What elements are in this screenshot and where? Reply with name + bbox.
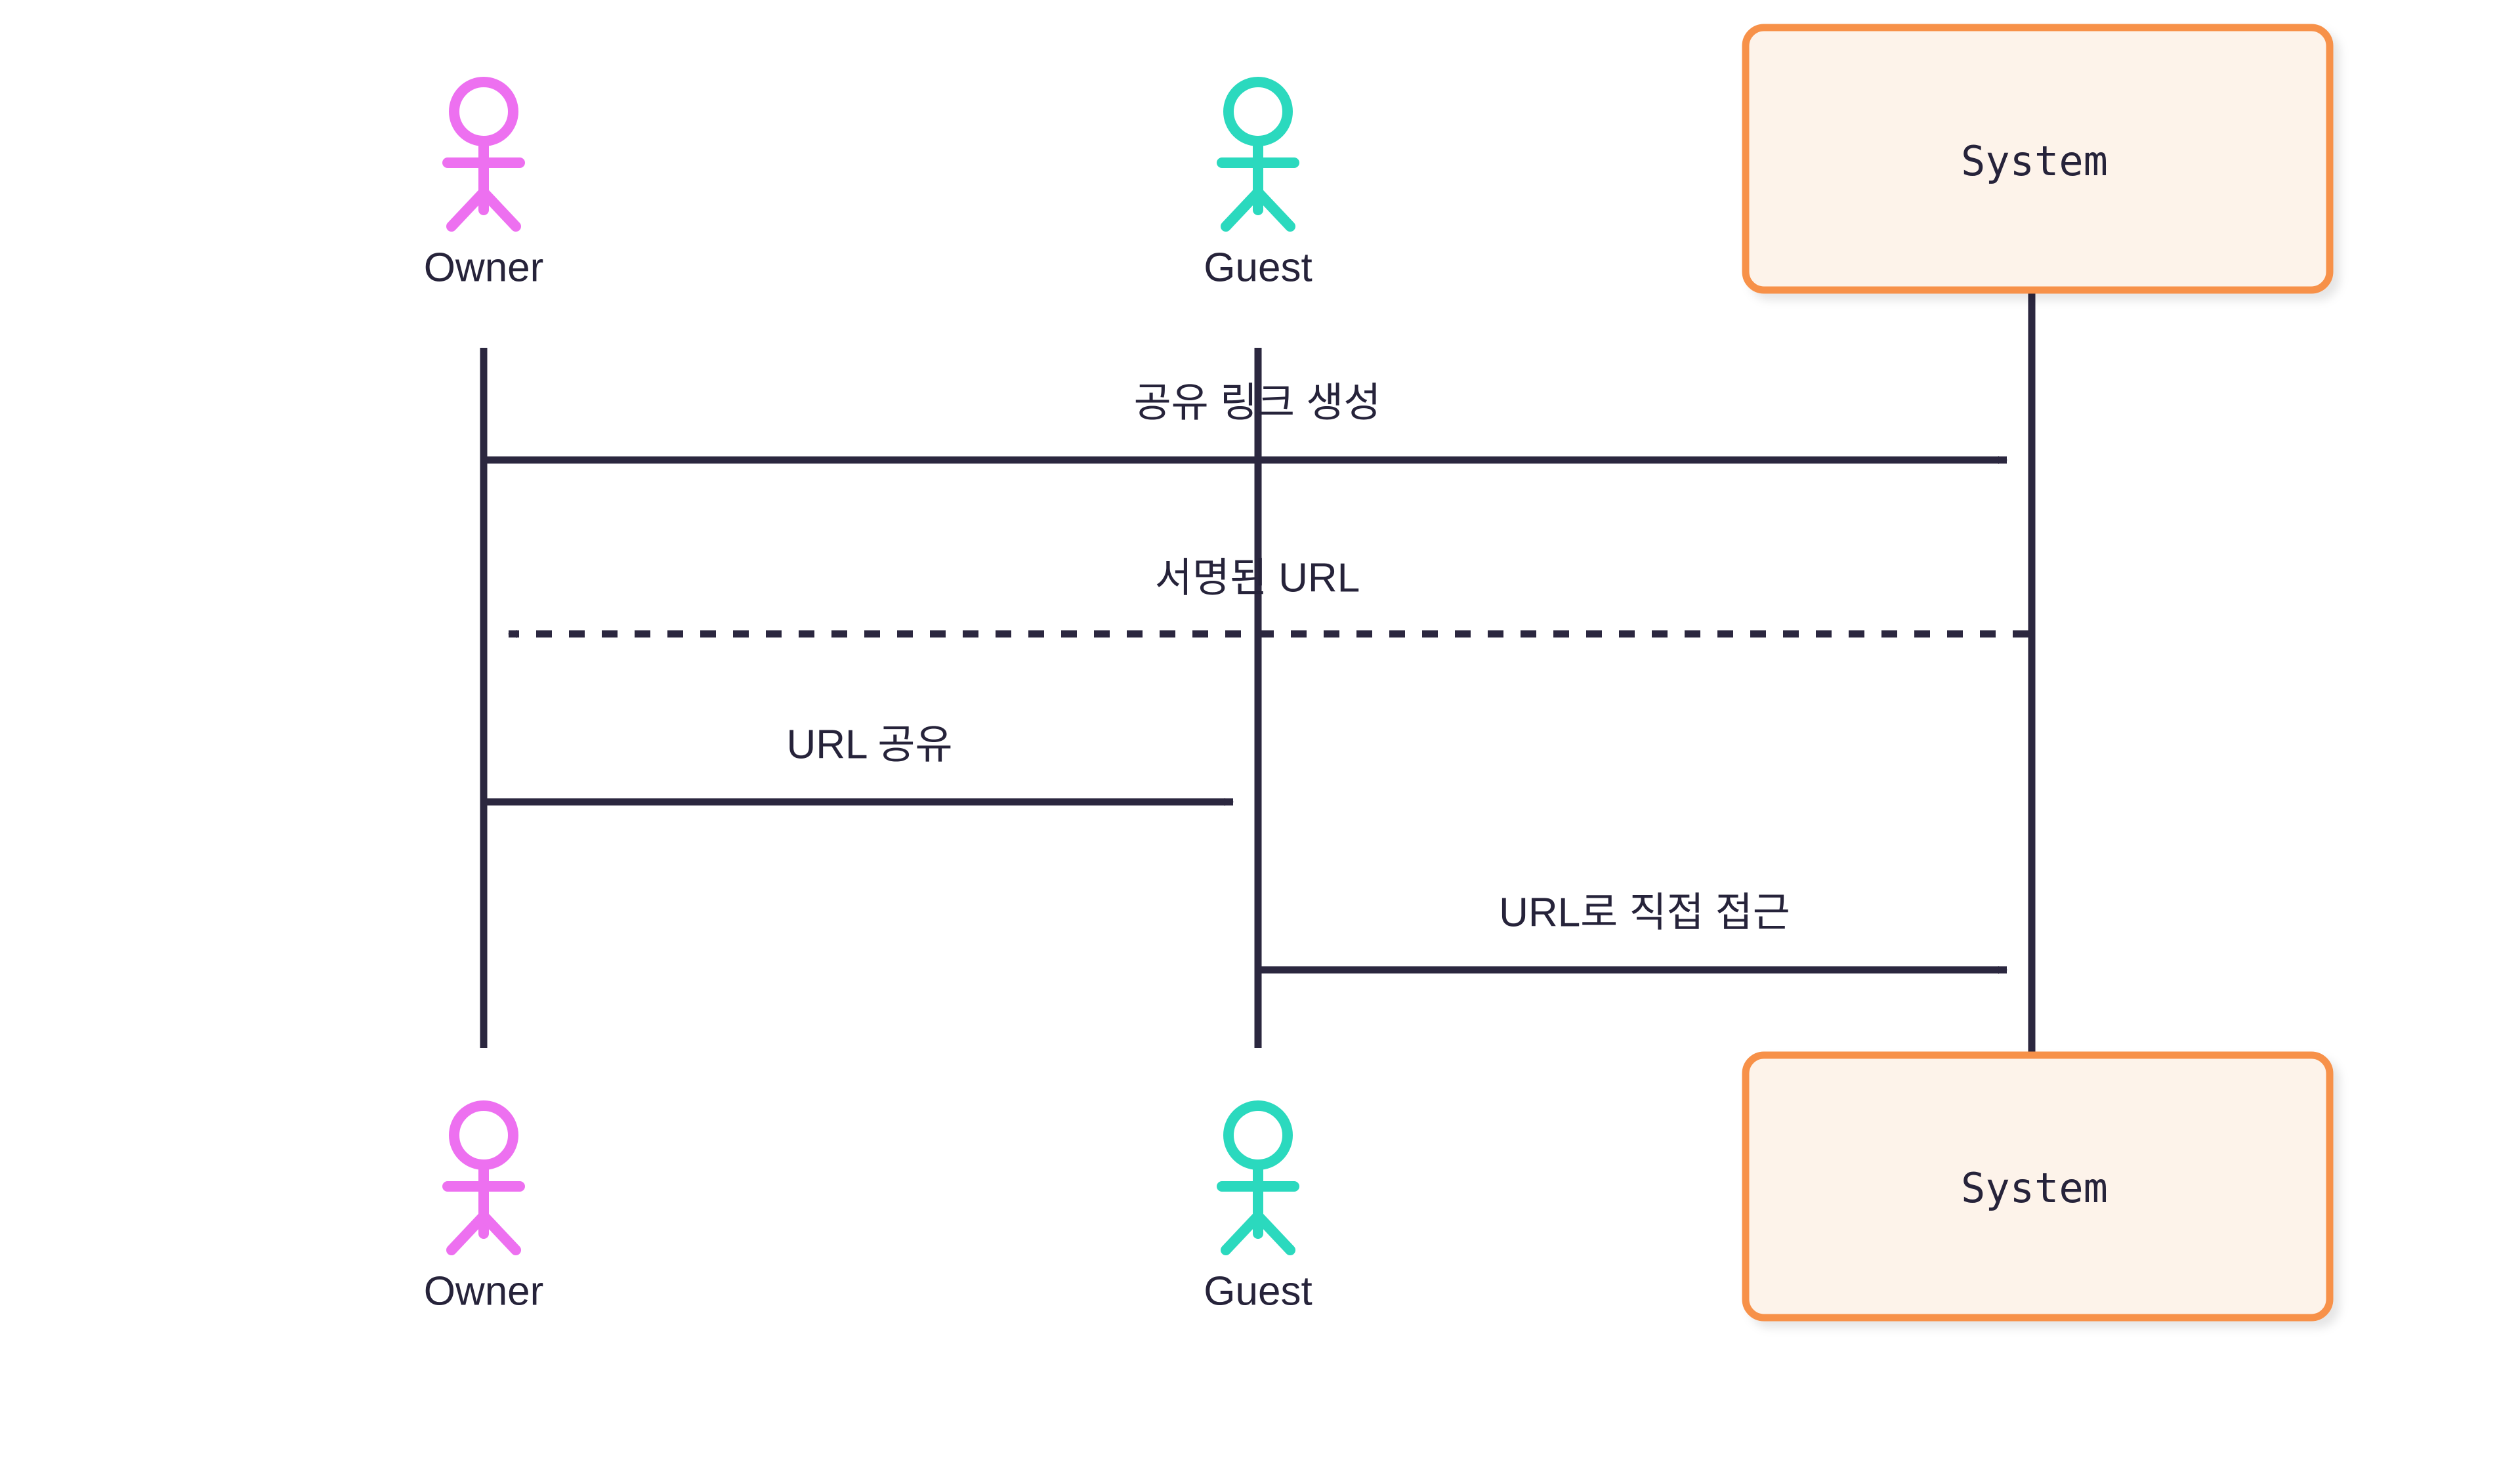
owner-stick-figure-top-icon (442, 77, 525, 232)
system-box-top-label: System (1961, 137, 2108, 185)
actor-owner-top[interactable]: Owner (424, 77, 544, 290)
lifelines-group (480, 289, 2036, 1066)
actor-owner-bottom-label: Owner (424, 1268, 544, 1314)
guest-stick-figure-top-icon (1217, 77, 1299, 232)
owner-stick-figure-bottom-icon (442, 1100, 525, 1255)
message-3-label: URL 공유 (786, 722, 952, 767)
actor-owner-bottom[interactable]: Owner (424, 1100, 544, 1314)
system-box-top[interactable] (1742, 24, 2334, 294)
message-2-label: 서명된 URL (1155, 555, 1360, 600)
guest-stick-figure-bottom-icon (1217, 1100, 1299, 1255)
message-4-label: URL로 직접 접근 (1499, 890, 1790, 935)
actor-guest-top[interactable]: Guest (1204, 77, 1312, 290)
actor-owner-top-label: Owner (424, 245, 544, 290)
participant-system-bottom[interactable]: System (1742, 1051, 2334, 1322)
message-2[interactable]: 서명된 URL (508, 555, 2028, 638)
actor-guest-bottom-label: Guest (1204, 1268, 1312, 1314)
message-1[interactable]: 공유 링크 생성 (487, 380, 2007, 464)
system-box-bottom-label: System (1961, 1164, 2108, 1212)
actor-guest-top-label: Guest (1204, 245, 1312, 290)
message-1-label: 공유 링크 생성 (1134, 380, 1381, 425)
system-box-bottom[interactable] (1742, 1051, 2334, 1322)
actor-guest-bottom[interactable]: Guest (1204, 1100, 1312, 1314)
message-3[interactable]: URL 공유 (487, 722, 1234, 806)
participant-system-top[interactable]: System (1742, 24, 2334, 294)
message-4[interactable]: URL로 직접 접근 (1261, 890, 2007, 974)
